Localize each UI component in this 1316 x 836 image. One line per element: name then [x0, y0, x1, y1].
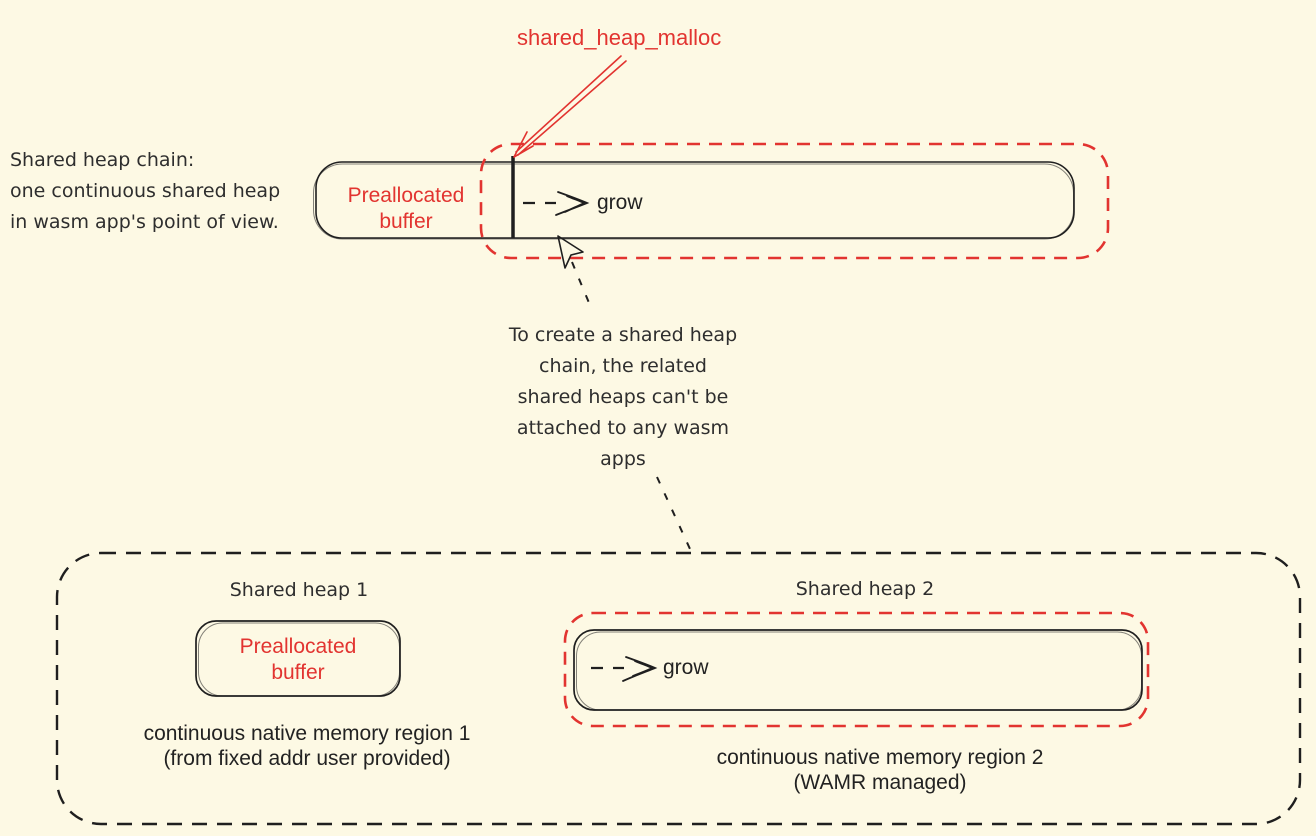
note-line-3: shared heaps can't be [517, 386, 729, 408]
top-red-dashed-boundary [479, 142, 1110, 260]
preallocated-buffer-label-top: Preallocated buffer [347, 184, 465, 233]
connector-dashed-bottom [656, 476, 691, 550]
connector-dashed-top [571, 261, 593, 311]
heap1-caption-line-1: continuous native memory region 1 [143, 722, 471, 745]
note-text: To create a shared heap chain, the relat… [498, 320, 748, 475]
grow-arrow-icon-bottom [622, 656, 658, 682]
heap2-caption: continuous native memory region 2 (WAMR … [680, 745, 1080, 795]
heap2-title: Shared heap 2 [795, 578, 935, 600]
shared-heap-bar-outline-sketch [313, 163, 1074, 240]
grow-arrow-icon-top [555, 191, 590, 216]
heap1-title: Shared heap 1 [229, 579, 369, 601]
shared-heaps-container-outline [55, 551, 1302, 826]
heap1-caption: continuous native memory region 1 (from … [107, 721, 507, 771]
grow-label-bottom: grow [663, 656, 709, 679]
preallocated-buffer-label-heap1: Preallocated buffer [239, 635, 357, 684]
intro-line-3: in wasm app's point of view. [10, 211, 279, 233]
heap2-caption-line-1: continuous native memory region 2 [716, 746, 1044, 769]
heap1-box-outline-sketch [198, 622, 400, 697]
note-line-1: To create a shared heap [508, 324, 738, 346]
note-line-4: attached to any wasm [516, 417, 730, 439]
heap2-caption-line-2: (WAMR managed) [793, 771, 967, 794]
heap2-box-outline-sketch [576, 631, 1142, 711]
heap1-caption-line-2: (from fixed addr user provided) [163, 747, 451, 770]
malloc-label: shared_heap_malloc [517, 25, 722, 50]
note-line-2: chain, the related [539, 355, 707, 377]
malloc-arrow-icon [513, 55, 627, 158]
intro-line-1: Shared heap chain: [10, 149, 195, 171]
intro-line-2: one continuous shared heap [10, 180, 281, 202]
cursor-arrow-icon [557, 235, 584, 269]
intro-text: Shared heap chain: one continuous shared… [10, 145, 280, 238]
heap2-box-outline [573, 629, 1143, 711]
heap2-red-dashed-boundary [563, 611, 1150, 728]
note-line-5: apps [600, 448, 646, 470]
grow-label-top: grow [597, 191, 643, 214]
